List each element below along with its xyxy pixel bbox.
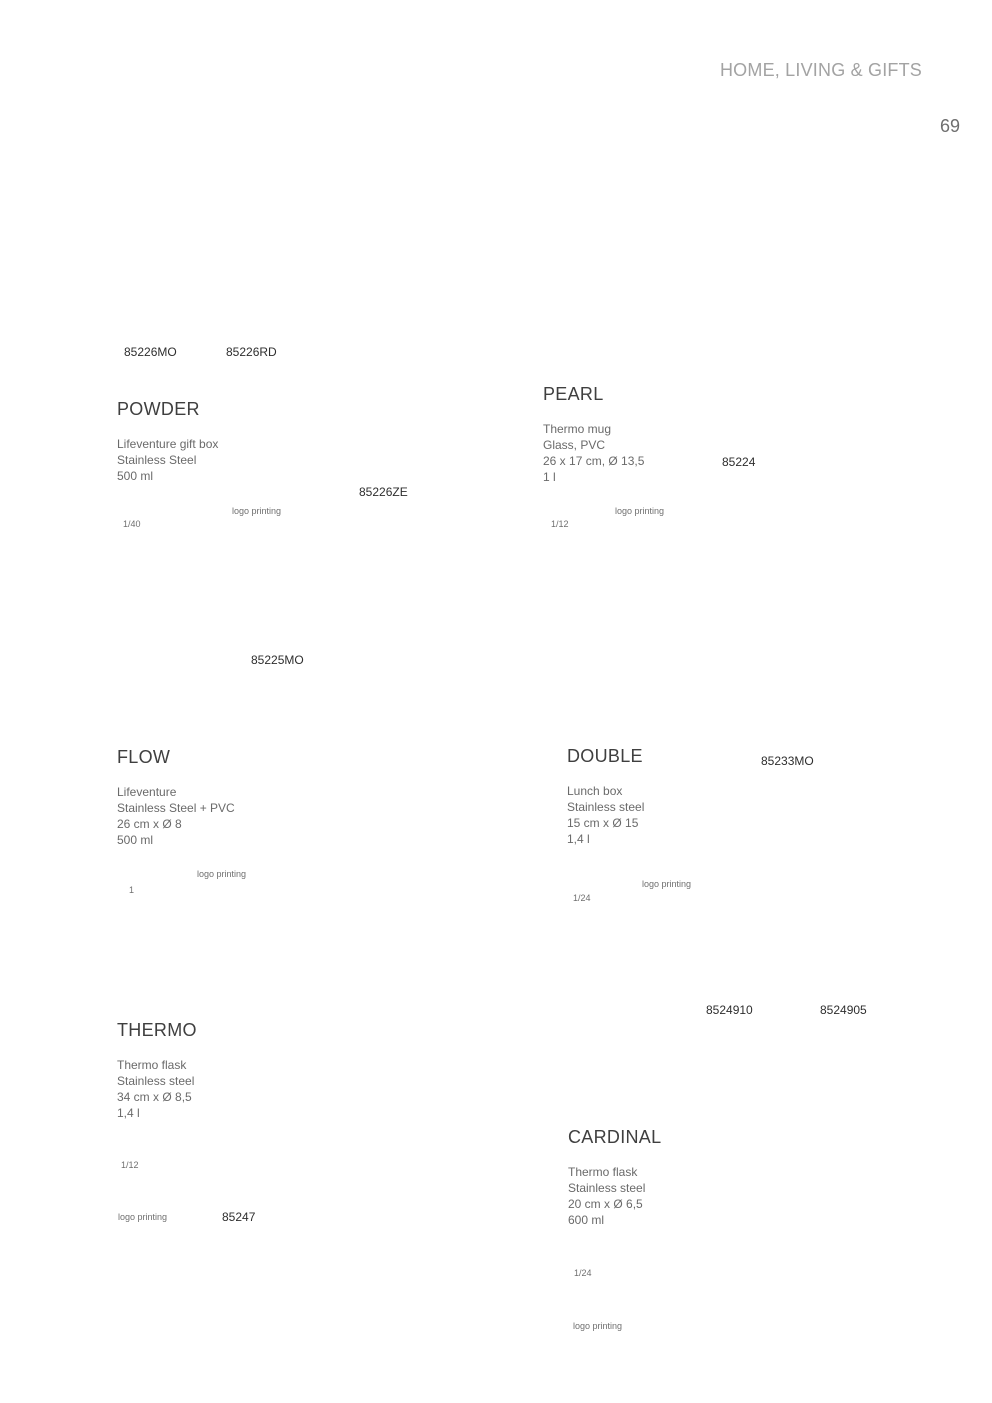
logo-printing-label: logo printing [197,869,247,879]
product-code: 85226ZE [359,485,408,499]
packing-unit: 1/24 [574,1268,592,1278]
product-code: 8524910 [706,1003,753,1017]
description-line: 1,4 l [567,832,590,846]
section-title: HOME, LIVING & GIFTS [719,60,922,80]
description-line: Lifeventure gift box [117,437,219,451]
product-code: 85224 [722,455,756,469]
product-code: 8524905 [820,1003,867,1017]
description-line: Stainless steel [117,1074,195,1088]
product-description: Thermo flask Stainless steel 20 cm x Ø 6… [568,1164,645,1228]
description-line: 1 l [543,470,556,484]
product-description: Lunch box Stainless steel 15 cm x Ø 15 1… [567,783,644,847]
logo-printing-label: logo printing [573,1321,623,1331]
product-code: 85225MO [251,653,304,667]
description-line: 34 cm x Ø 8,5 [117,1090,192,1104]
product-code: 85247 [222,1210,256,1224]
product-description: Lifeventure gift box Stainless Steel 500… [117,436,218,484]
packing-unit: 1/40 [123,519,141,529]
description-line: 15 cm x Ø 15 [567,816,639,830]
product-title-double: DOUBLE [567,746,643,766]
packing-unit: 1/24 [573,893,591,903]
description-line: Stainless Steel [117,453,197,467]
description-line: 600 ml [568,1213,605,1227]
description-line: Thermo flask [568,1165,638,1179]
description-line: Lunch box [567,784,623,798]
product-title-thermo: THERMO [117,1020,197,1040]
logo-printing-label: logo printing [615,506,665,516]
product-description: Thermo flask Stainless steel 34 cm x Ø 8… [117,1057,194,1121]
product-code: 85233MO [761,754,814,768]
product-code: 85226RD [226,345,277,359]
page-number: 69 [939,116,960,136]
packing-unit: 1/12 [551,519,569,529]
product-code: 85226MO [124,345,177,359]
description-line: Glass, PVC [543,438,606,452]
description-line: 26 cm x Ø 8 [117,817,182,831]
description-line: Lifeventure [117,785,177,799]
product-title-flow: FLOW [117,747,171,767]
description-line: 500 ml [117,469,154,483]
packing-unit: 1/12 [121,1160,139,1170]
description-line: Thermo mug [543,422,612,436]
description-line: 20 cm x Ø 6,5 [568,1197,643,1211]
product-title-powder: POWDER [117,399,200,419]
logo-printing-label: logo printing [118,1212,168,1222]
description-line: Stainless steel [567,800,645,814]
description-line: Stainless Steel + PVC [117,801,235,815]
product-description: Thermo mug Glass, PVC 26 x 17 cm, Ø 13,5… [543,421,644,485]
description-line: 26 x 17 cm, Ø 13,5 [543,454,645,468]
product-description: Lifeventure Stainless Steel + PVC 26 cm … [117,784,235,848]
description-line: Thermo flask [117,1058,187,1072]
logo-printing-label: logo printing [232,506,282,516]
description-line: Stainless steel [568,1181,646,1195]
packing-unit: 1 [129,885,135,895]
product-title-cardinal: CARDINAL [568,1127,662,1147]
description-line: 500 ml [117,833,154,847]
product-title-pearl: PEARL [543,384,604,404]
description-line: 1,4 l [117,1106,140,1120]
logo-printing-label: logo printing [642,879,692,889]
